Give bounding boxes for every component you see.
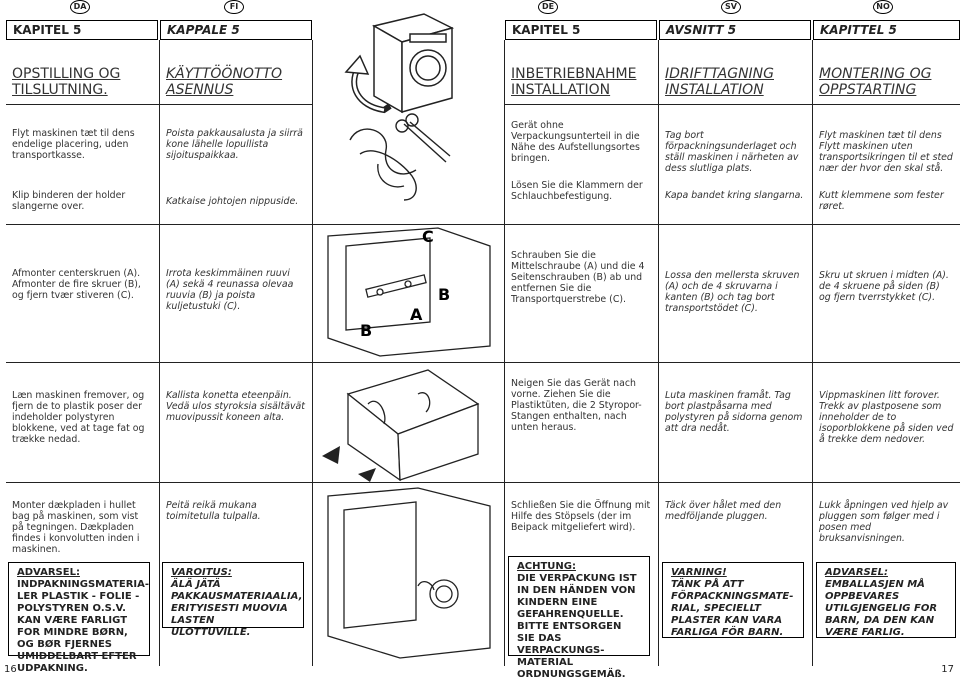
divider [6, 362, 960, 363]
instruction-text: Peitä reikä mukana toimitetulla tulpalla… [166, 500, 261, 522]
warning-box-sv: VARNING! TÄNK PÅ ATT FÖRPACKNINGSMATE-RI… [662, 562, 804, 638]
lang-badge-da: DA [70, 0, 90, 14]
instruction-text: Täck över hålet med den medföljande plug… [665, 500, 782, 522]
transport-screws-illustration: C B A B [327, 227, 491, 357]
label-b: B [360, 321, 372, 340]
instruction-text: Klip binderen der holder slangerne over. [12, 190, 126, 212]
plug-cover-illustration [327, 487, 491, 659]
instruction-text: Kallista konetta eteenpäin. Vedä ulos st… [166, 390, 305, 423]
instruction-text: Flyt maskinen tæt til dens Flytt maskine… [819, 130, 953, 174]
warning-text: EMBALLASJEN MÅ OPPBEVARES UTILGJENGELIG … [825, 579, 938, 638]
instruction-text: Afmonter centerskruen (A). Afmonter de f… [12, 268, 141, 301]
divider [658, 40, 659, 666]
warning-box-da: ADVARSEL: INDPAKNINGSMATERIA-LER PLASTIK… [8, 562, 150, 674]
warning-text: INDPAKNINGSMATERIA-LER PLASTIK - FOLIE -… [17, 579, 150, 674]
instruction-text: Læn maskinen fremover, og fjern de to pl… [12, 390, 145, 445]
lang-badge-de: DE [538, 0, 558, 14]
warning-box-fi: VAROITUS: ÄLÄ JÄTÄ PAKKAUSMATERIAALIA, E… [162, 562, 304, 638]
lang-badge-fi: FI [224, 0, 244, 14]
instruction-text: Skru ut skruen i midten (A). de 4 skruen… [819, 270, 949, 303]
instruction-text: Flyt maskinen tæt til dens endelige plac… [12, 128, 135, 161]
divider [505, 104, 960, 105]
instruction-text: Lossa den mellersta skruven (A) och de 4… [665, 270, 800, 314]
instruction-text: Luta maskinen framåt. Tag bort plastpåsa… [665, 390, 803, 434]
washing-machine-illustration [344, 13, 455, 114]
title-no: MONTERING OG OPPSTARTING [819, 66, 932, 98]
chapter-da: KAPITEL 5 [6, 20, 158, 40]
warning-heading: ADVARSEL: [825, 567, 888, 578]
label-a: A [410, 305, 423, 324]
label-c: C [422, 227, 434, 246]
divider [6, 104, 312, 105]
instruction-text: Neigen Sie das Gerät nach vorne. Ziehen … [511, 378, 642, 433]
title-sv: IDRIFTTAGNING INSTALLATION [665, 66, 774, 98]
warning-heading: VARNING! [671, 567, 727, 578]
label-b: B [438, 285, 450, 304]
instruction-text: Poista pakkausalusta ja siirrä kone lähe… [166, 128, 303, 161]
warning-heading: ADVARSEL: [17, 567, 80, 578]
page-number-left: 16 [4, 664, 17, 675]
warning-box-no: ADVARSEL: EMBALLASJEN MÅ OPPBEVARES UTIL… [816, 562, 956, 638]
instruction-text: Gerät ohne Verpackungsunterteil in die N… [511, 120, 640, 164]
title-fi: KÄYTTÖÖNOTTO ASENNUS [166, 66, 283, 98]
instruction-text: Schrauben Sie die Mittelschraube (A) und… [511, 250, 645, 305]
instruction-text: Lösen Sie die Klammern der Schlauchbefes… [511, 180, 643, 202]
instruction-text: Katkaise johtojen nippuside. [166, 196, 299, 207]
chapter-sv: AVSNITT 5 [659, 20, 811, 40]
divider [504, 40, 505, 666]
instruction-text: Schließen Sie die Öffnung mit Hilfe des … [511, 500, 651, 533]
instruction-text: Monter dækpladen i hullet bag på maskine… [12, 500, 140, 555]
divider [159, 40, 160, 666]
lang-badge-no: NO [873, 0, 893, 14]
lang-badge-sv: SV [721, 0, 741, 14]
chapter-fi: KAPPALE 5 [160, 20, 312, 40]
chapter-de: KAPITEL 5 [505, 20, 657, 40]
warning-text: DIE VERPACKUNG IST IN DEN HÄNDEN VON KIN… [517, 573, 637, 680]
instruction-text: Vippmaskinen litt forover. Trekk av plas… [819, 390, 954, 445]
hose-cutting-illustration [349, 113, 451, 201]
title-da: OPSTILLING OG TILSLUTNING. [12, 66, 121, 98]
divider [312, 40, 313, 666]
instruction-text: Lukk åpningen ved hjelp av pluggen som f… [819, 500, 949, 544]
title-de: INBETRIEBNAHME INSTALLATION [511, 66, 637, 98]
instruction-text: Kutt klemmene som fester røret. [819, 190, 944, 212]
warning-box-de: ACHTUNG: DIE VERPACKUNG IST IN DEN HÄNDE… [508, 556, 650, 680]
page-number-right: 17 [941, 664, 954, 675]
warning-text: TÄNK PÅ ATT FÖRPACKNINGSMATE-RIAL, SPECI… [671, 579, 794, 638]
divider [6, 482, 960, 483]
instruction-text: Irrota keskimmäinen ruuvi (A) sekä 4 reu… [166, 268, 294, 312]
divider [6, 224, 960, 225]
warning-heading: ACHTUNG: [517, 561, 576, 572]
instruction-text: Kapa bandet kring slangarna. [665, 190, 804, 201]
instruction-text: Tag bort förpackningsunderlaget och stäl… [665, 130, 799, 174]
tilt-machine-illustration [322, 369, 480, 482]
warning-heading: VAROITUS: [171, 567, 232, 578]
chapter-no: KAPITTEL 5 [813, 20, 960, 40]
divider [812, 40, 813, 666]
warning-text: ÄLÄ JÄTÄ PAKKAUSMATERIAALIA, ERITYISESTI… [171, 579, 303, 638]
